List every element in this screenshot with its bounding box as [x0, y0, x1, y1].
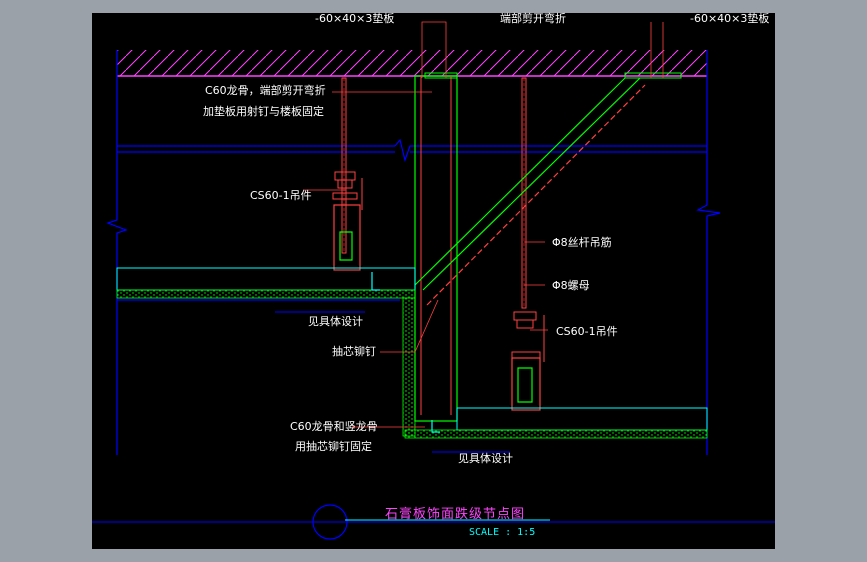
label-fix-line2: 用抽芯铆钉固定: [295, 440, 372, 453]
label-rod: Φ8丝杆吊筋: [552, 236, 612, 249]
step-riser-board: [402, 297, 416, 437]
label-rivet: 抽芯铆钉: [332, 345, 376, 358]
dimension-lines: [92, 311, 775, 523]
label-c60-line2: 加垫板用射钉与楼板固定: [203, 105, 324, 118]
label-end-cut: 端部剪开弯折: [500, 12, 566, 25]
label-plate-right: -60×40×3垫板: [690, 12, 770, 25]
drawing-scale: SCALE : 1:5: [469, 527, 536, 538]
diagonal-brace: [414, 77, 646, 306]
label-cs60-left: CS60-1吊件: [250, 189, 312, 202]
label-fix-line1: C60龙骨和竖龙骨: [290, 420, 378, 433]
label-nut: Φ8螺母: [552, 279, 590, 292]
leader-lines: [303, 21, 664, 428]
left-hanger: [332, 77, 363, 271]
title-symbol: [312, 504, 348, 540]
label-c60-line1: C60龙骨，端部剪开弯折: [205, 84, 326, 97]
label-see-design-bottom: 见具体设计: [458, 452, 513, 465]
lower-ceiling-board: [404, 407, 708, 439]
vertical-stud: [414, 72, 682, 422]
label-plate-left: -60×40×3垫板: [315, 12, 395, 25]
slab-hatch: [117, 50, 707, 76]
upper-ceiling-board: [116, 267, 416, 299]
label-see-design-top: 见具体设计: [308, 315, 363, 328]
structure-lines: [106, 50, 721, 455]
drawing-title: 石膏板饰面跌级节点图: [385, 507, 526, 522]
label-cs60-right: CS60-1吊件: [556, 325, 618, 338]
drawing-sheet: [92, 13, 775, 549]
